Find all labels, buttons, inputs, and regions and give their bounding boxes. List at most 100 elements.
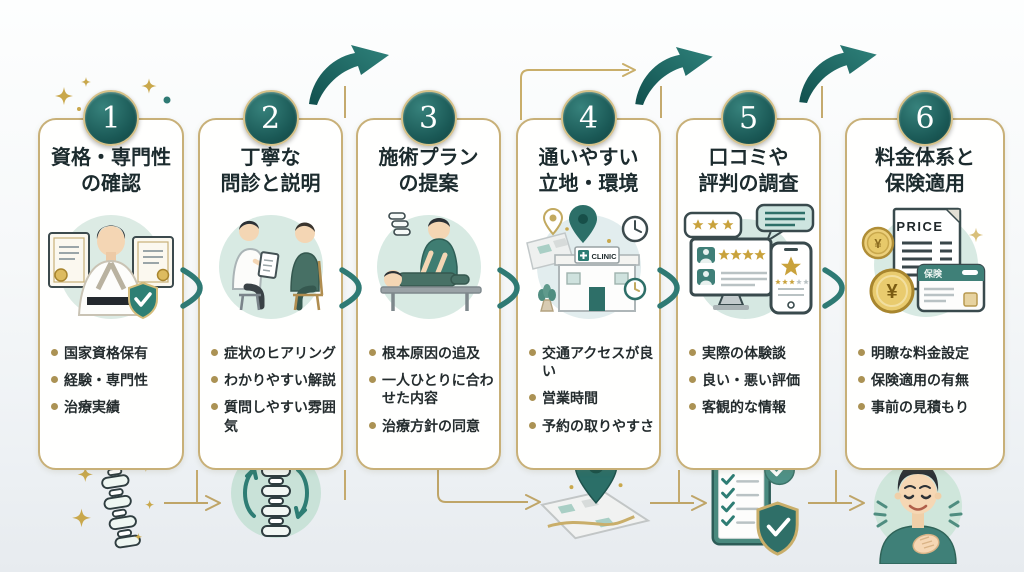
bullet-dot-icon (689, 349, 696, 356)
bullet-dot-icon (689, 376, 696, 384)
doctor-patient-interview-illustration (200, 202, 341, 330)
step-bullets: 根本原因の追及 一人ひとりに合わせた内容 治療方針の同意 (358, 344, 499, 435)
insurance-card-label: 保険 (923, 268, 943, 279)
spine-rotation-illustration (231, 445, 321, 538)
chevron-arrow-icon (657, 267, 680, 309)
connector-line (678, 470, 680, 502)
step-title-line: 問診と説明 (220, 173, 321, 195)
bullet-dot-icon (369, 349, 376, 356)
bullet-dot-icon (369, 376, 376, 384)
step-card-5: 5 口コミや評判の調査 (676, 90, 821, 470)
connector-line (344, 86, 346, 118)
connector-line (821, 86, 823, 118)
step-title-line: の確認 (81, 173, 141, 195)
bullet-item: 一人ひとりに合わせた内容 (369, 371, 494, 407)
step-card-2: 2 丁寧な問診と説明 症状のヒアリング わかりやすい解説 (198, 90, 343, 470)
step-title: 通いやすい立地・環境 (520, 145, 657, 197)
bullet-item: 事前の見積もり (858, 398, 998, 416)
bullet-dot-icon (51, 403, 58, 411)
step-title: 施術プランの提案 (360, 145, 497, 197)
bullet-item: 実際の体験談 (689, 344, 814, 362)
step-number-badge: 3 (400, 90, 457, 146)
step-title-line: の提案 (398, 173, 459, 195)
step-number: 3 (418, 100, 439, 136)
gold-elbow-arrow-icon (437, 468, 541, 510)
gold-arrow-icon (164, 495, 221, 511)
step-title: 口コミや評判の調査 (680, 145, 817, 197)
smiling-person-illustration (873, 462, 963, 564)
review-devices-illustration (678, 202, 819, 330)
step-title-line: 立地・環境 (538, 173, 639, 195)
bullet-dot-icon (858, 349, 865, 356)
yen-coin-icon: ¥ (874, 236, 882, 251)
step-number: 1 (101, 100, 121, 136)
clinic-building-map-illustration: CLINIC (518, 202, 659, 330)
step-title-line: 通いやすい (538, 147, 639, 169)
bullet-dot-icon (51, 376, 58, 384)
gold-arrow-icon (808, 495, 865, 511)
step-card-3: 3 施術プランの提案 (356, 90, 501, 470)
bullet-item: 予約の取りやすさ (529, 417, 654, 435)
bullet-item: 交通アクセスが良い (529, 344, 654, 380)
bullet-dot-icon (211, 403, 218, 411)
connector-line (196, 470, 198, 502)
bullet-item: 保険適用の有無 (858, 371, 998, 389)
step-number: 6 (915, 100, 935, 136)
chevron-arrow-icon (822, 267, 845, 309)
elbow-arrow-icon (520, 63, 636, 120)
step-bullets: 明瞭な料金設定 保険適用の有無 事前の見積もり (847, 344, 1003, 417)
bullet-item: 客観的な情報 (689, 398, 814, 416)
step-title-line: 丁寧な (240, 147, 301, 169)
step-number-badge: 6 (897, 90, 953, 146)
bullet-dot-icon (51, 349, 58, 356)
bullet-item: 経験・専門性 (51, 371, 177, 389)
bullet-item: 明瞭な料金設定 (858, 344, 998, 362)
bullet-item: 良い・悪い評価 (689, 371, 814, 389)
clinic-sign-label: CLINIC (591, 252, 617, 261)
bullet-dot-icon (369, 421, 376, 429)
step-title: 料金体系と保険適用 (849, 145, 1001, 197)
step-title-line: 料金体系と (875, 147, 975, 169)
bullet-item: わかりやすい解説 (211, 371, 336, 389)
swoosh-arrow-icon (799, 44, 877, 104)
chevron-arrow-icon (339, 267, 362, 309)
connector-line (344, 470, 346, 500)
bullet-item: 症状のヒアリング (211, 344, 336, 362)
certificates-and-practitioner-illustration (40, 202, 182, 330)
treatment-on-table-illustration (358, 202, 499, 330)
bullet-dot-icon (689, 403, 696, 411)
bullet-item: 根本原因の追及 (369, 344, 494, 362)
step-number: 4 (578, 100, 599, 136)
bullet-dot-icon (529, 421, 536, 429)
step-bullets: 国家資格保有 経験・専門性 治療実績 (40, 344, 182, 417)
step-number: 5 (738, 100, 759, 136)
chevron-arrow-icon (180, 267, 203, 309)
step-title: 資格・専門性の確認 (42, 145, 180, 197)
bullet-item: 治療実績 (51, 398, 177, 416)
price-doc-label: PRICE (896, 219, 943, 234)
step-title-line: 施術プラン (378, 147, 479, 169)
connector-line (660, 86, 662, 118)
bullet-dot-icon (211, 349, 218, 356)
bullet-item: 質問しやすい雰囲気 (211, 398, 336, 434)
step-number-badge: 1 (83, 90, 139, 146)
step-bullets: 実際の体験談 良い・悪い評価 客観的な情報 (678, 344, 819, 417)
sparkles-icon (55, 77, 171, 111)
bullet-dot-icon (529, 394, 536, 402)
step-number-badge: 4 (560, 90, 617, 146)
step-number-badge: 5 (720, 90, 777, 146)
bullet-dot-icon (211, 376, 218, 384)
price-sheet-and-insurance-illustration: PRICE ¥ ¥ 保険 (847, 202, 1003, 330)
step-number: 2 (260, 100, 281, 136)
step-bullets: 交通アクセスが良い 営業時間 予約の取りやすさ (518, 344, 659, 435)
step-title-line: 口コミや (708, 147, 789, 169)
connector-line (835, 470, 837, 502)
gold-arrow-icon (650, 495, 707, 511)
step-title-line: 評判の調査 (698, 173, 799, 195)
swoosh-arrow-icon (635, 46, 713, 106)
step-title-line: 保険適用 (885, 173, 965, 195)
step-title-line: 資格・専門性 (51, 147, 171, 169)
step-card-4: 4 通いやすい立地・環境 CLINIC (516, 90, 661, 470)
bullet-item: 国家資格保有 (51, 344, 177, 362)
